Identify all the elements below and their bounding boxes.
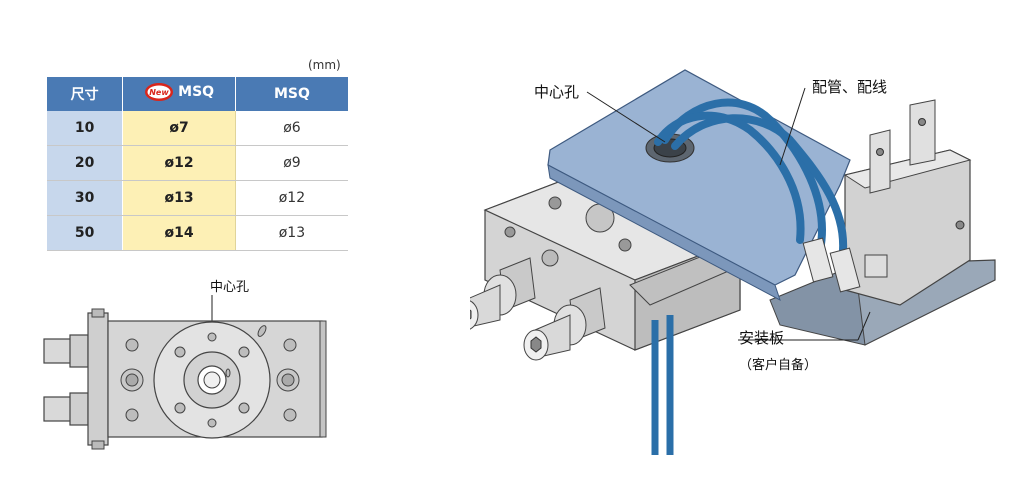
mount-plate-note: （客户自备）	[739, 358, 818, 373]
size-cell: 20	[47, 145, 124, 181]
table-row: 50 ø14 ø13	[47, 215, 348, 251]
piping-label: 配管、配线	[812, 78, 888, 96]
new-hole-cell: ø12	[122, 145, 236, 181]
table-row: 30 ø13 ø12	[47, 180, 348, 216]
size-cell: 30	[47, 180, 124, 216]
new-hole-cell: ø14	[122, 215, 236, 251]
new-hole-cell: ø13	[122, 180, 236, 216]
table-header-row: 尺寸 New MSQ MSQ	[47, 77, 348, 111]
old-hole-cell: ø12	[235, 180, 348, 216]
size-cell: 50	[47, 215, 124, 251]
unit-label: (mm)	[308, 58, 341, 72]
table-row: 20 ø12 ø9	[47, 145, 348, 181]
header-new-model: MSQ	[178, 84, 215, 100]
assembly-drawing	[470, 69, 996, 455]
new-badge-text: New	[149, 88, 169, 97]
old-hole-cell: ø9	[235, 145, 348, 181]
center-hole-label-small: 中心孔	[210, 280, 250, 295]
shaft-lower	[523, 287, 606, 361]
size-cell: 10	[47, 111, 124, 146]
top-view-drawing	[43, 295, 327, 450]
old-hole-cell: ø6	[235, 111, 348, 146]
new-badge-icon: New	[145, 83, 174, 101]
header-old-msq: MSQ	[235, 77, 348, 111]
header-size: 尺寸	[47, 77, 124, 111]
center-hole-label: 中心孔	[534, 83, 580, 101]
tubes	[654, 98, 848, 264]
old-hole-cell: ø13	[235, 215, 348, 251]
new-hole-cell: ø7	[122, 111, 236, 146]
header-new-msq: New MSQ	[122, 77, 236, 111]
mount-plate-label: 安装板	[739, 329, 785, 347]
table-row: 10 ø7 ø6	[47, 111, 348, 146]
fittings	[802, 237, 888, 293]
shaft-upper	[470, 257, 536, 330]
bore-size-table: 尺寸 New MSQ MSQ 10 ø7 ø6 20 ø12	[47, 77, 348, 251]
